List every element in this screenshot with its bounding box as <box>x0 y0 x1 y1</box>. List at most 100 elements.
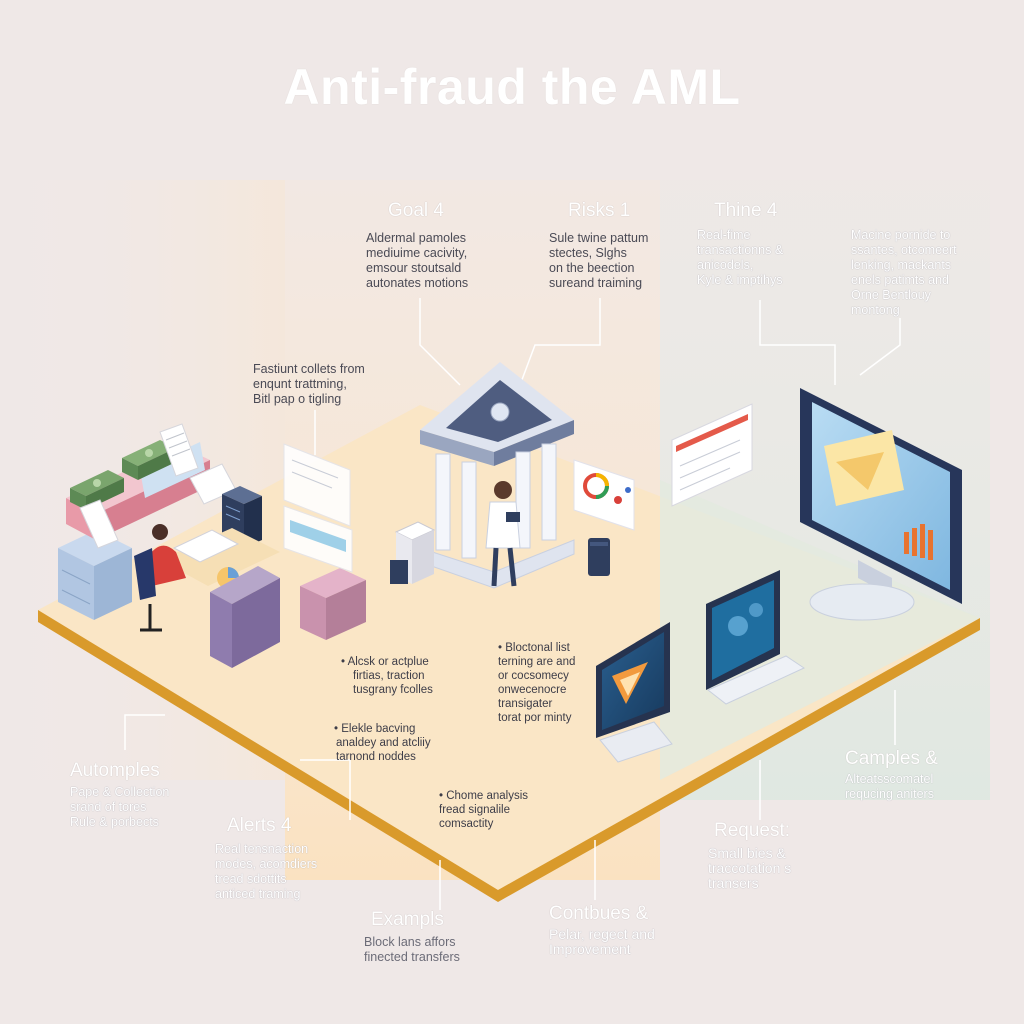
report-panel <box>671 403 753 507</box>
label-exampls-line: finected transfers <box>364 950 460 964</box>
label-exampls-heading: Exampls <box>371 909 444 930</box>
side-note-line: Fastiunt collets from <box>253 362 365 376</box>
label-risks-line: on the beection <box>549 261 635 275</box>
google-logo-icon <box>573 459 635 531</box>
label-automples-heading: Automples <box>70 760 160 781</box>
label-contbues: Contbues & Pelar, regect and Improvement <box>549 903 655 957</box>
label-machine-line: Orne Bentlouy <box>851 288 931 302</box>
label-thine-line: Real-fime <box>697 228 751 242</box>
label-thine-line: Kyle & imptihys <box>697 273 783 287</box>
label-alerts-line: Real tensnaction <box>215 842 309 856</box>
label-goal-heading: Goal 4 <box>388 200 444 221</box>
label-automples-line: Rule & porbects <box>70 815 159 829</box>
bullet-line: torat por minty <box>498 712 572 724</box>
label-goal-line: emsour stoutsald <box>366 261 462 275</box>
monitor-icon <box>800 388 962 621</box>
label-contbues-heading: Contbues & <box>549 903 649 924</box>
bullet-line: or cocsomecy <box>498 670 569 682</box>
bullet-line: transigater <box>498 698 553 710</box>
label-thine-heading: Thine 4 <box>714 200 778 221</box>
label-request-line: Small bies & <box>708 845 786 861</box>
label-machine-line: enels patimts and <box>851 273 949 287</box>
label-camples: Camples & Alteatsscomatel requcing anite… <box>845 748 938 802</box>
label-machine-line: Macine pornide to <box>851 228 951 242</box>
label-alerts-text: Real tensnaction modes, acomdiers tread … <box>215 842 317 902</box>
label-alerts-heading: Alerts 4 <box>227 815 292 836</box>
label-automples-text: Pape & Collection srand of tores Rule & … <box>70 785 169 830</box>
label-exampls-text: Block lans affors finected transfers <box>364 935 460 965</box>
bullet-block-analysis: • Chome analysis fread signalile comsact… <box>439 789 528 831</box>
office-cabinets <box>58 530 132 620</box>
label-goal: Goal 4 <box>388 200 444 222</box>
label-contbues-line: Improvement <box>549 941 631 957</box>
label-request-text: Small bies & traccotation s transers <box>708 846 791 891</box>
bullet-line: onwecenocre <box>498 684 567 696</box>
bullet-block-alerts: • Alcsk or actplue firtias, traction tus… <box>341 655 433 697</box>
label-risks-heading: Risks 1 <box>568 200 631 221</box>
label-risks-line: stectes, Slghs <box>549 246 627 260</box>
label-risks-line: Sule twine pattum <box>549 231 649 245</box>
label-risks: Risks 1 <box>568 200 630 222</box>
side-note-line: Bitl pap o tigling <box>253 392 342 406</box>
bullet-block-blocklist: • Bloctonal list terning are and or cocs… <box>498 641 575 725</box>
label-camples-line: Alteatsscomatel <box>845 772 934 786</box>
bullet-line: • Alcsk or actplue <box>341 656 429 668</box>
label-camples-heading: Camples & <box>845 748 938 769</box>
chart-icon <box>904 524 933 560</box>
label-machine-line: lenking, mackants <box>851 258 952 272</box>
label-contbues-text: Pelar, regect and Improvement <box>549 927 655 957</box>
label-contbues-line: Pelar, regect and <box>549 926 655 942</box>
monitor-center-icon <box>596 622 673 763</box>
label-alerts: Alerts 4 <box>227 815 291 837</box>
bullet-line: • Bloctonal list <box>498 642 570 654</box>
bullet-line: • Chome analysis <box>439 790 529 802</box>
bullet-line: • Elekle bacving <box>334 723 416 735</box>
floating-panels <box>283 443 353 573</box>
paper-stack-icon <box>390 521 436 584</box>
bullet-line: analdey and atcliiy <box>336 737 431 749</box>
label-camples-text: Alteatsscomatel requcing aniters <box>845 772 938 802</box>
label-exampls-line: Block lans affors <box>364 935 456 949</box>
bullet-line: fread signalile <box>439 804 510 816</box>
bullet-block-behavior: • Elekle bacving analdey and atcliiy tar… <box>334 722 431 764</box>
label-alerts-line: anticed traming <box>215 887 301 901</box>
label-machine-line: ssantes, otcomeert <box>851 243 957 257</box>
label-risks-line: sureand traiming <box>549 276 643 290</box>
label-goal-line: autonates motions <box>366 276 469 290</box>
label-thine-text: Real-fime transactionns & anicodels, Kyl… <box>697 228 783 288</box>
label-automples-line: srand of tores <box>70 800 147 814</box>
bank-building-icon <box>419 362 575 589</box>
label-machine-text: Macine pornide to ssantes, otcomeert len… <box>851 228 957 318</box>
side-note-line: enqunt trattming, <box>253 377 347 391</box>
label-request-heading: Request: <box>714 820 791 841</box>
connector-lines <box>124 298 901 910</box>
label-goal-text: Aldermal pamoles mediuime cacivity, emso… <box>366 231 468 291</box>
side-note: Fastiunt collets from enqunt trattming, … <box>253 362 365 407</box>
label-request-line: transers <box>708 875 759 891</box>
page-title: Anti-fraud the AML <box>283 59 741 115</box>
label-thine-line: transactionns & <box>697 243 784 257</box>
label-request: Request: Small bies & traccotation s tra… <box>708 820 791 891</box>
person-icon <box>134 524 186 632</box>
bullet-line: terning are and <box>498 656 576 668</box>
label-request-line: traccotation s <box>708 860 792 876</box>
bullet-line: comsactity <box>439 818 494 830</box>
label-risks-text: Sule twine pattum stectes, Slghs on the … <box>549 231 648 291</box>
office-drawers <box>210 566 366 668</box>
label-automples-line: Pape & Collection <box>70 785 170 799</box>
label-alerts-line: modes, acomdiers <box>215 857 318 871</box>
label-goal-line: mediuime cacivity, <box>366 246 468 260</box>
isometric-floor <box>38 405 980 902</box>
label-thine: Thine 4 <box>714 200 777 222</box>
label-thine-line: anicodels, <box>697 258 754 272</box>
small-device-icon <box>588 538 610 576</box>
label-camples-line: requcing aniters <box>845 787 934 801</box>
label-machine-line: montong <box>851 303 900 317</box>
bullet-line: firtias, traction <box>353 670 425 682</box>
monitor-map-icon <box>706 570 806 705</box>
label-goal-line: Aldermal pamoles <box>366 231 467 245</box>
bullet-line: tusgrany fcolles <box>353 684 433 696</box>
label-alerts-line: tread sdottits <box>215 872 287 886</box>
label-exampls: Exampls Block lans affors finected trans… <box>364 909 460 965</box>
